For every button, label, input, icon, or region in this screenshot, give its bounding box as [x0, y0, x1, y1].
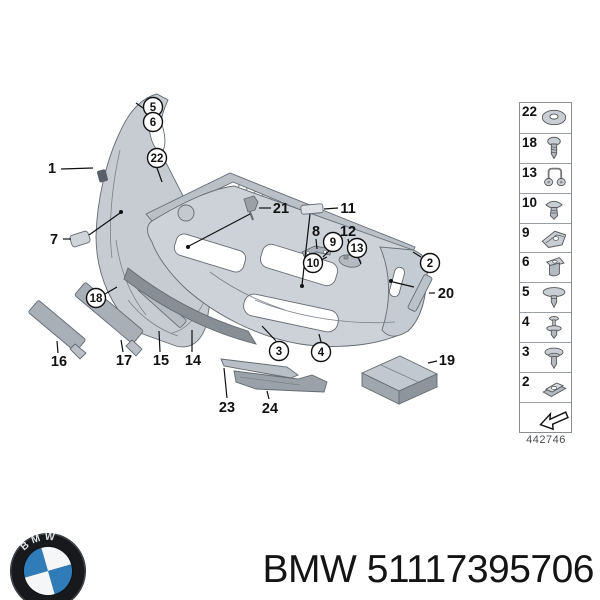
part-number: BMW 51117395706: [262, 548, 595, 592]
wire-clip-icon: [537, 165, 571, 197]
legend-number: 18: [522, 134, 538, 150]
callout-24: 24: [262, 390, 278, 417]
svg-text:12: 12: [340, 224, 356, 240]
legend-row-9: 9: [520, 222, 571, 253]
speed-nut-icon: [537, 225, 571, 257]
washer-icon: [537, 104, 571, 136]
svg-text:14: 14: [185, 353, 201, 369]
brand-text: BMW: [262, 548, 357, 591]
grommet-icon: [537, 254, 571, 286]
callout-8: 8: [312, 224, 320, 250]
callout-20: 20: [392, 281, 454, 302]
svg-text:13: 13: [351, 243, 364, 255]
dome-rivet-icon: [537, 344, 571, 376]
legend-row-6: 6: [520, 252, 571, 282]
direction-arrow-icon: [537, 404, 571, 436]
svg-text:4: 4: [318, 347, 325, 359]
legend-row-5: 5: [520, 282, 571, 312]
callout-2: 2: [412, 251, 441, 274]
svg-text:18: 18: [90, 293, 103, 305]
legend-row-arrow: [520, 401, 571, 432]
bmw-roundel-icon: BMW: [10, 532, 86, 600]
callout-17: 17: [116, 339, 132, 369]
svg-text:23: 23: [219, 400, 235, 416]
svg-text:6: 6: [150, 117, 156, 129]
grille-openings: [173, 233, 406, 333]
washer-jet-cap: [177, 204, 195, 222]
callout-13: 13: [346, 237, 368, 265]
legend-number: 6: [522, 254, 530, 270]
callout-1: 1: [48, 161, 94, 177]
legend-number: 13: [522, 164, 538, 180]
legend-row-22: 22: [520, 103, 571, 133]
legend-row-18: 18: [520, 132, 571, 163]
trim-strip-16: [28, 300, 87, 360]
legend-row-10: 10: [520, 192, 571, 223]
svg-text:10: 10: [307, 258, 320, 270]
legend-row-13: 13: [520, 162, 571, 193]
svg-text:16: 16: [51, 354, 67, 370]
svg-text:20: 20: [438, 286, 454, 302]
svg-text:2: 2: [427, 258, 433, 270]
legend-number: 3: [522, 344, 530, 360]
callout-10: 10: [302, 252, 328, 274]
reflector-strip-20: [407, 274, 433, 312]
callout-6: 6: [142, 111, 164, 133]
support-strip-23: [220, 358, 299, 379]
flat-head-rivet-icon: [537, 284, 571, 316]
pin-rivet-icon: [537, 314, 571, 346]
sensor-bracket-21: [243, 195, 259, 221]
legend-number: 22: [522, 104, 538, 119]
legend-row-4: 4: [520, 312, 571, 342]
screw-icon: [537, 135, 571, 167]
legend-number: 4: [522, 314, 530, 330]
svg-text:24: 24: [262, 401, 278, 417]
mounting-rail-24: [233, 370, 328, 393]
legend-number: 2: [522, 374, 530, 390]
legend-number: 9: [522, 224, 530, 240]
tow-hook-cap-7: [69, 230, 91, 248]
callout-4: 4: [310, 333, 332, 363]
fastener-legend: 22 18 13 10 9 6 5 4 3 2: [519, 102, 572, 433]
cage-nut-icon: [537, 374, 571, 406]
svg-text:15: 15: [153, 353, 169, 369]
callout-18: 18: [85, 286, 118, 309]
callout-14: 14: [185, 330, 201, 369]
callout-15: 15: [153, 330, 169, 369]
callout-22: 22: [146, 147, 168, 183]
svg-text:22: 22: [151, 153, 164, 165]
svg-text:3: 3: [276, 346, 282, 358]
callout-19: 19: [427, 353, 455, 369]
legend-number: 10: [522, 194, 538, 210]
legend-number: 5: [522, 284, 530, 300]
svg-text:8: 8: [312, 224, 320, 240]
svg-text:7: 7: [50, 232, 58, 248]
callout-7: 7: [50, 212, 121, 248]
plate-11: [300, 203, 324, 215]
callout-3: 3: [261, 325, 290, 362]
expanding-rivet-icon: [537, 195, 571, 227]
svg-text:21: 21: [273, 201, 289, 217]
legend-row-3: 3: [520, 342, 571, 372]
callout-21: 21: [188, 201, 289, 247]
callout-11: 11: [301, 201, 356, 286]
trim-strip-14: [123, 267, 257, 345]
callout-23: 23: [219, 367, 235, 416]
svg-text:1: 1: [48, 161, 56, 177]
svg-text:11: 11: [340, 201, 355, 217]
svg-text:19: 19: [439, 353, 455, 369]
part-number-text: 51117395706: [366, 548, 595, 591]
svg-text:5: 5: [150, 102, 157, 114]
svg-text:9: 9: [330, 237, 336, 249]
legend-row-2: 2: [520, 372, 571, 402]
bumper-cover: [145, 172, 428, 347]
parts-kit-box-19: [360, 355, 439, 405]
callout-16: 16: [51, 340, 67, 370]
svg-text:17: 17: [116, 353, 132, 369]
diagram-number: 442746: [526, 434, 566, 446]
callout-9: 9: [322, 231, 344, 258]
